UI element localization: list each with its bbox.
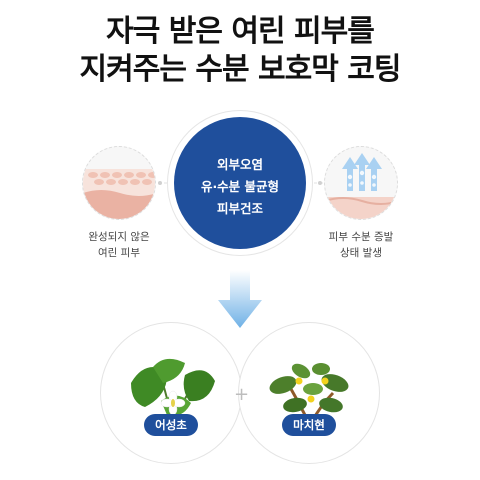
moisture-circle xyxy=(324,146,398,220)
plus-symbol: + xyxy=(234,384,250,405)
left-caption-line-2: 여린 피부 xyxy=(98,247,140,259)
ingredient-label-2: 마치현 xyxy=(282,414,336,436)
ingredient-circle-2 xyxy=(238,322,380,464)
left-caption-line-1: 완성되지 않은 xyxy=(88,231,150,243)
stress-factor-2: 유·수분 불균형 xyxy=(200,179,280,194)
purslane-plant-image xyxy=(269,363,349,424)
right-caption: 피부 수분 증발 상태 발생 xyxy=(306,229,416,261)
left-caption: 완성되지 않은 여린 피부 xyxy=(64,229,174,261)
skin-layer-icon xyxy=(83,169,155,219)
down-arrow-icon xyxy=(218,270,262,328)
headline-line-2: 지켜주는 수분 보호막 코팅 xyxy=(79,52,402,87)
right-caption-line-1: 피부 수분 증발 xyxy=(328,231,394,243)
stress-factor-3: 피부건조 xyxy=(216,201,263,216)
houttuynia-plant-image xyxy=(131,358,215,420)
ingredient-label-1: 어성초 xyxy=(144,414,198,436)
skin-stress-circle: 외부오염 유·수분 불균형 피부건조 xyxy=(174,117,306,249)
right-caption-line-2: 상태 발생 xyxy=(340,247,382,259)
stress-factor-1: 외부오염 xyxy=(216,157,263,172)
ingredient-circle-1 xyxy=(100,322,242,464)
moisture-evaporation-icon xyxy=(325,153,397,219)
skin-layer-circle xyxy=(82,146,156,220)
headline-line-1: 자극 받은 여린 피부를 xyxy=(106,14,375,49)
